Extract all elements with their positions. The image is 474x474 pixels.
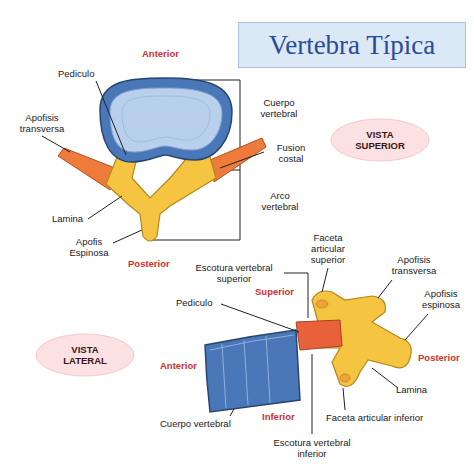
title-banner: Vertebra Típica	[238, 22, 466, 68]
body-texture-line	[222, 344, 226, 408]
leader-line	[220, 152, 264, 168]
leader-line	[221, 304, 299, 332]
part-label: Lamina	[52, 213, 83, 224]
part-label: Cuerpo vertebral	[160, 418, 231, 429]
part-label: Faceta articular superior	[298, 232, 358, 265]
body-texture-line	[266, 336, 270, 403]
part-label: Faceta articular inferior	[326, 412, 423, 423]
leader-line	[230, 409, 234, 416]
part-label: Lamina	[396, 384, 427, 395]
body-surface	[110, 88, 222, 152]
view-title: VISTA SUPERIOR	[349, 129, 411, 151]
direction-label: Posterior	[128, 258, 170, 269]
direction-label: Posterior	[418, 352, 460, 363]
view-title: VISTA LATERAL	[54, 344, 116, 366]
leader-lines	[42, 81, 428, 434]
view-ellipse: VISTA SUPERIOR	[330, 118, 430, 162]
direction-label: Anterior	[160, 360, 197, 371]
direction-label: Anterior	[142, 48, 179, 59]
leader-line	[96, 81, 126, 155]
leader-line	[405, 314, 428, 340]
part-label: Apofisis transversa	[12, 112, 72, 134]
pedicle	[296, 320, 342, 350]
body-texture-line	[210, 335, 294, 350]
direction-label: Superior	[255, 286, 294, 297]
part-label: Apofisis espinosa	[412, 288, 470, 310]
vertebral-arch	[106, 150, 216, 241]
part-label: Apofisis transversa	[384, 254, 444, 276]
part-label: Cuerpo vertebral	[248, 97, 310, 119]
vertebral-body	[100, 78, 232, 162]
body-texture	[122, 96, 210, 142]
articular-facet	[316, 300, 328, 308]
part-label: Arco vertebral	[252, 190, 308, 212]
leader-line	[322, 268, 328, 292]
part-label: Escotura vertebral superior	[180, 262, 288, 284]
title: Vertebra Típica	[269, 30, 436, 61]
leader-line	[113, 230, 142, 243]
ellipse-shape	[36, 334, 134, 376]
articular-facet	[340, 374, 350, 382]
leader-line	[372, 368, 398, 388]
ellipse-shape	[331, 119, 429, 161]
leader-line	[42, 136, 70, 152]
leader-line	[312, 354, 313, 434]
body-texture-line	[244, 340, 248, 405]
direction-label: Inferior	[262, 411, 295, 422]
leader-line	[88, 196, 122, 219]
part-label: Escotura vertebral inferior	[262, 437, 362, 459]
part-label: Fusion costal	[264, 142, 318, 164]
body-texture	[210, 335, 294, 408]
vertebral-body	[205, 330, 300, 412]
leader-line	[343, 388, 345, 410]
part-label: Apofis Espinosa	[60, 236, 118, 258]
view-ellipse: VISTA LATERAL	[35, 333, 135, 377]
part-label: Pediculo	[176, 297, 212, 308]
part-label: Pediculo	[58, 68, 94, 79]
leader-line	[378, 280, 392, 298]
